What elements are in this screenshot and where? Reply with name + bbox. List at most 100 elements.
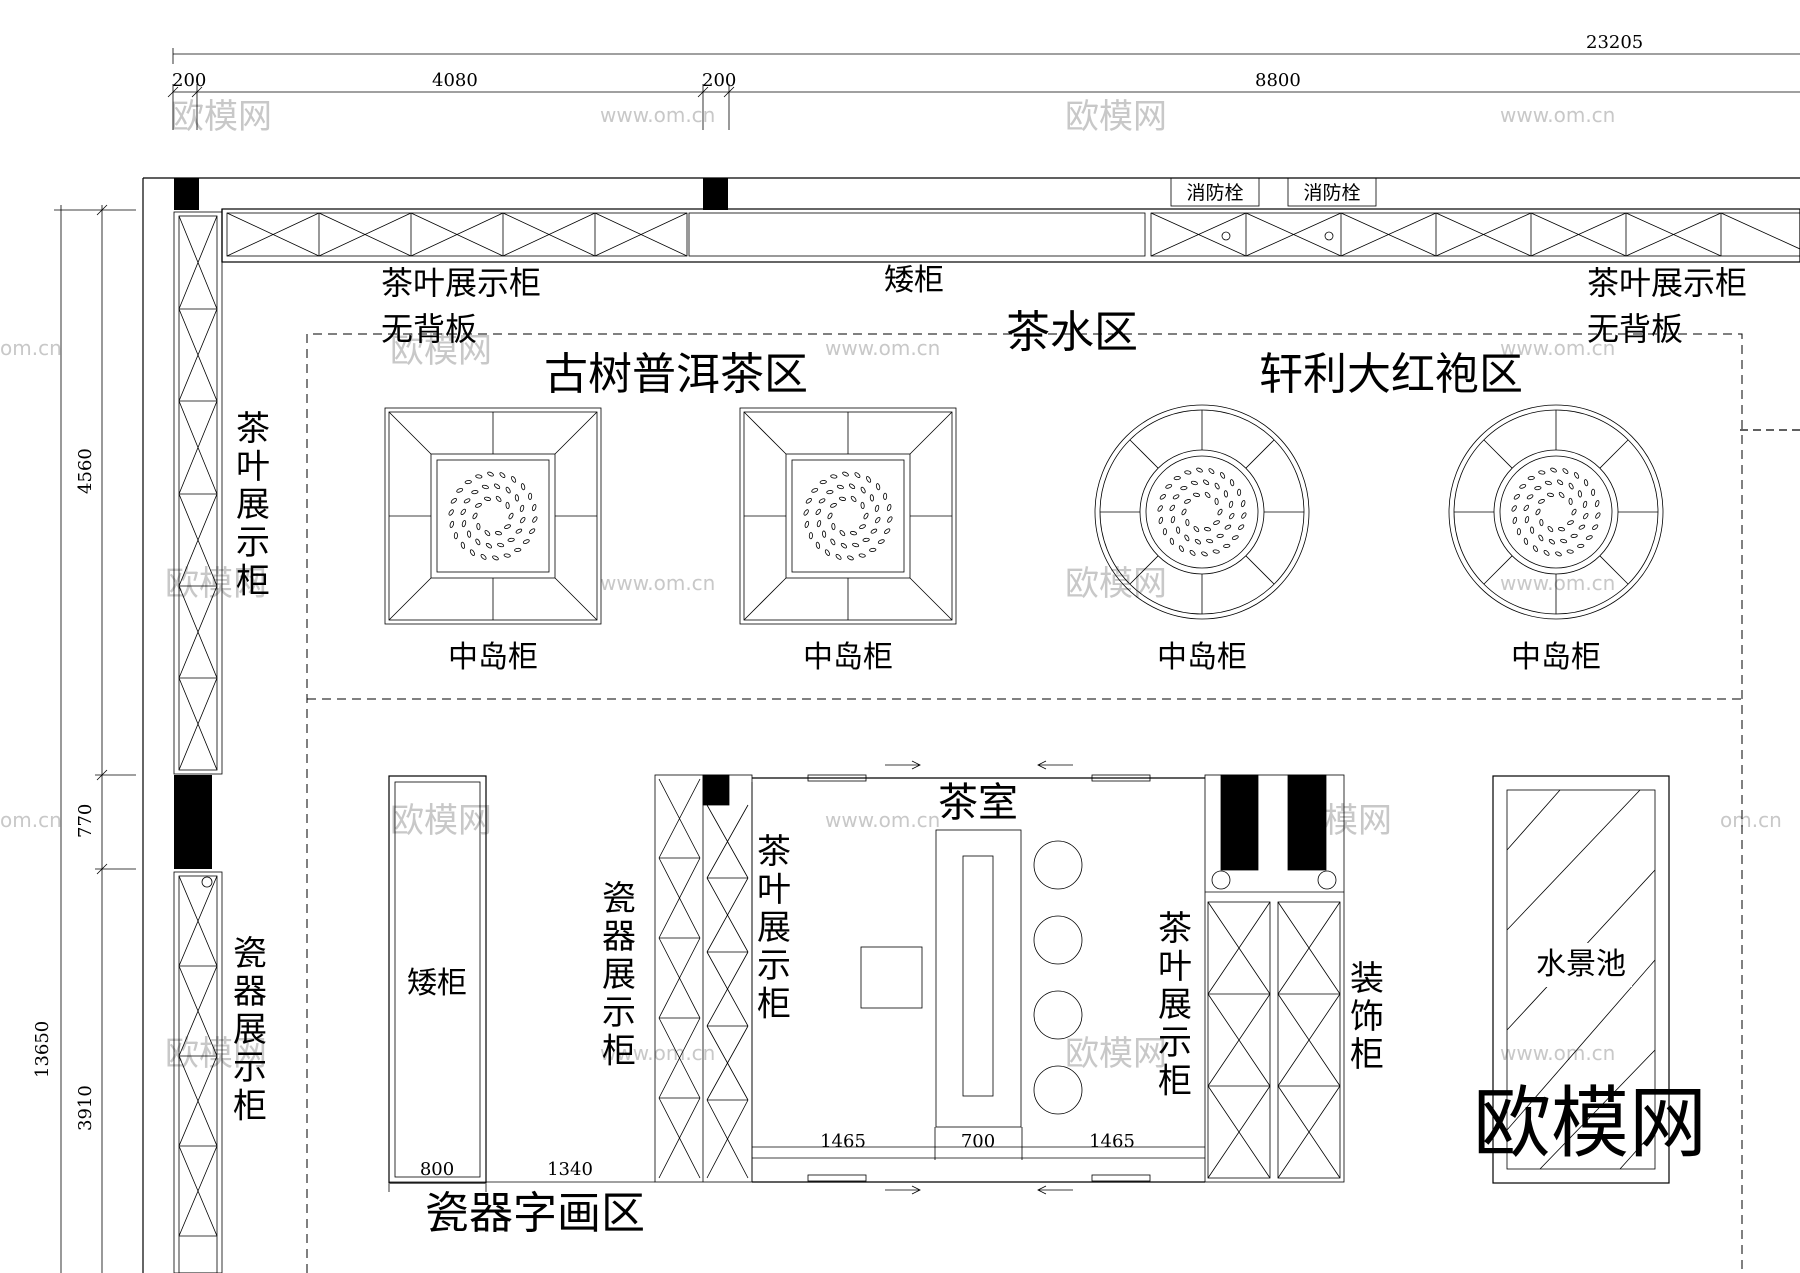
plant-dot (1224, 524, 1232, 530)
plant-dot (484, 530, 491, 537)
tea-display-vertical-label: 茶叶展示柜 (236, 409, 270, 601)
dimension-1465-left: 1465 (820, 1131, 866, 1152)
column (174, 775, 212, 869)
plant-dot (1523, 537, 1529, 545)
low-cabinet-top-label: 矮柜 (884, 263, 944, 298)
plant-dot (818, 498, 826, 504)
plant-dot (1547, 526, 1554, 533)
watermark-site: www.om.cn (825, 808, 940, 832)
plant-dot (1190, 480, 1198, 486)
plant-dot (858, 553, 866, 558)
plant-dot (1562, 468, 1569, 474)
island-cabinet-label: 中岛柜 (1157, 640, 1247, 675)
plant-dot (831, 522, 836, 531)
tea-room-right-cabinets (1204, 774, 1345, 1183)
plant-dot (1192, 492, 1201, 497)
plant-dot (874, 504, 880, 512)
tea-display-vertical-label-2: 茶叶展示柜 (757, 832, 791, 1024)
dimension-3910: 3910 (75, 1085, 96, 1131)
dimension-4560: 4560 (75, 448, 96, 494)
plant-dot (1196, 467, 1203, 473)
plant-dot (1555, 551, 1562, 557)
dimension-800: 800 (420, 1159, 454, 1180)
plant-dot (1512, 516, 1518, 524)
plant-dot (808, 532, 813, 540)
plant-dot (1544, 480, 1552, 486)
plant-dot (1583, 479, 1589, 487)
watermark-site: www.om.cn (1500, 336, 1615, 360)
plant-dot (448, 509, 454, 516)
island-cabinet-label: 中岛柜 (1511, 640, 1601, 675)
plant-dot (1223, 490, 1228, 498)
watermark-brand: 欧模网 (390, 801, 492, 841)
watermark-site: www.om.cn (600, 103, 715, 127)
total-width-dimension: 23205 (1586, 32, 1643, 53)
plant-dot (520, 483, 526, 491)
plant-dot (1185, 518, 1190, 527)
plant-dot (492, 555, 499, 561)
hatch-line (1539, 1049, 1656, 1170)
plant-dot (456, 488, 464, 493)
plant-dot (461, 520, 467, 528)
tea-display-label-left-line1: 茶叶展示柜 (381, 264, 541, 302)
round-island-cabinets (1094, 404, 1664, 620)
plant-dot (860, 501, 865, 510)
plant-dot (1216, 533, 1224, 538)
hatch-line (1506, 789, 1641, 931)
tea-display-label-right-line2: 无背板 (1587, 310, 1683, 348)
plant-dot (1170, 516, 1176, 524)
plant-dot (476, 522, 481, 531)
plant-dot (1181, 508, 1187, 516)
plant-dot (1203, 527, 1212, 532)
water-pool: 水景池 (1492, 775, 1670, 1184)
plant-dot (1523, 504, 1530, 512)
plant-dot (1157, 505, 1163, 512)
fire-hydrant-label: 消防栓 (1303, 182, 1360, 204)
left-tea-display-cabinet (173, 211, 223, 775)
plant-dot (1158, 516, 1164, 524)
watermark-site: www.om.cn (600, 571, 715, 595)
plant-dot (532, 516, 538, 523)
plant-dot (1539, 518, 1544, 527)
plant-dot (835, 554, 842, 560)
plant-dot (866, 476, 872, 483)
island-cabinet-label: 中岛柜 (448, 640, 538, 675)
plant-dot (852, 542, 860, 548)
watermark-site: www.om.cn (1500, 1041, 1615, 1065)
plant-dot (1229, 479, 1235, 487)
plant-dot (850, 495, 857, 502)
plant-dot (497, 542, 505, 548)
plant-dot (1538, 499, 1545, 504)
dimension-700: 700 (961, 1131, 995, 1152)
plant-dot (1231, 535, 1239, 540)
plant-dot (495, 495, 502, 502)
plant-dot (1511, 505, 1517, 512)
fire-hydrant-label: 消防栓 (1186, 182, 1243, 204)
plant-dot (1169, 504, 1176, 512)
round-island-cabinet (1094, 404, 1310, 620)
watermark-site: om.cn (0, 336, 62, 360)
plant-dot (471, 490, 479, 495)
plant-dot (1519, 484, 1527, 489)
plant-dot (515, 528, 523, 534)
plant-dot (529, 528, 536, 534)
plant-dot (1165, 484, 1173, 489)
plant-dot (1202, 479, 1210, 486)
hatch-line (1506, 959, 1656, 1131)
plant-dot (869, 494, 874, 502)
plant-dot (475, 538, 481, 546)
top-dimensions: 23205 200 4080 200 8800 (167, 32, 1800, 130)
plant-dot (1524, 516, 1530, 524)
plant-dot (487, 471, 494, 477)
plant-dot (1184, 534, 1190, 542)
plant-dot (811, 488, 819, 493)
top-right-display-cabinet (1150, 212, 1800, 257)
plant-dot (1543, 550, 1550, 556)
plant-dot (485, 542, 493, 549)
plant-dot (1180, 486, 1188, 491)
plant-dot (475, 503, 482, 508)
square-island-cabinet (739, 407, 957, 625)
upper-labels: 茶叶展示柜 无背板 茶叶展示柜 无背板 矮柜 茶水区 古树普洱茶区 轩利大红袍区… (381, 263, 1747, 675)
plant-dot (1592, 524, 1599, 530)
plant-dot (1204, 491, 1211, 498)
